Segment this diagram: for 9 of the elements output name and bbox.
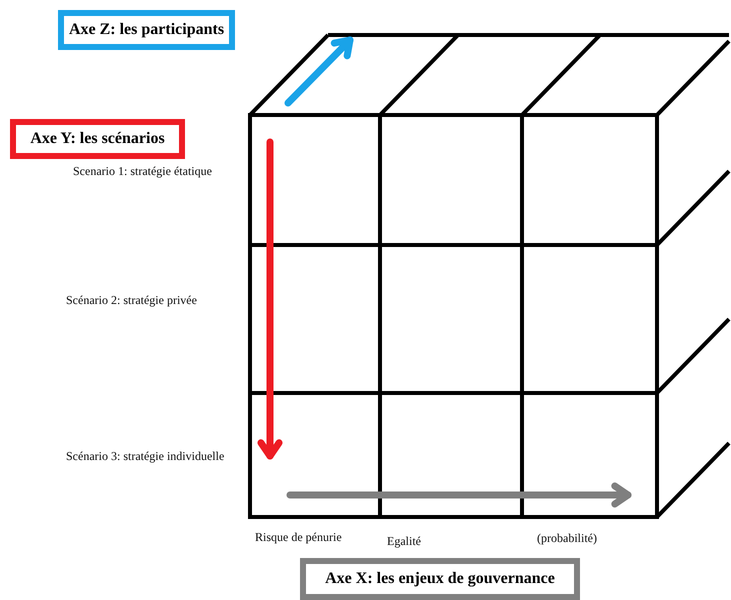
axis-category-label: Egalité [387, 534, 421, 549]
scenario-label: Scénario 3: stratégie individuelle [66, 449, 224, 464]
axis-title-box: Axe X: les enjeux de gouvernance [300, 558, 580, 600]
axis-title-box: Axe Z: les participants [58, 10, 235, 50]
axis-title-box: Axe Y: les scénarios [10, 119, 185, 159]
scenario-label: Scenario 1: stratégie étatique [73, 164, 212, 179]
axis-category-label: (probabilité) [537, 531, 597, 546]
axis-category-label: Risque de pénurie [255, 530, 342, 545]
scenario-label: Scénario 2: stratégie privée [66, 293, 197, 308]
